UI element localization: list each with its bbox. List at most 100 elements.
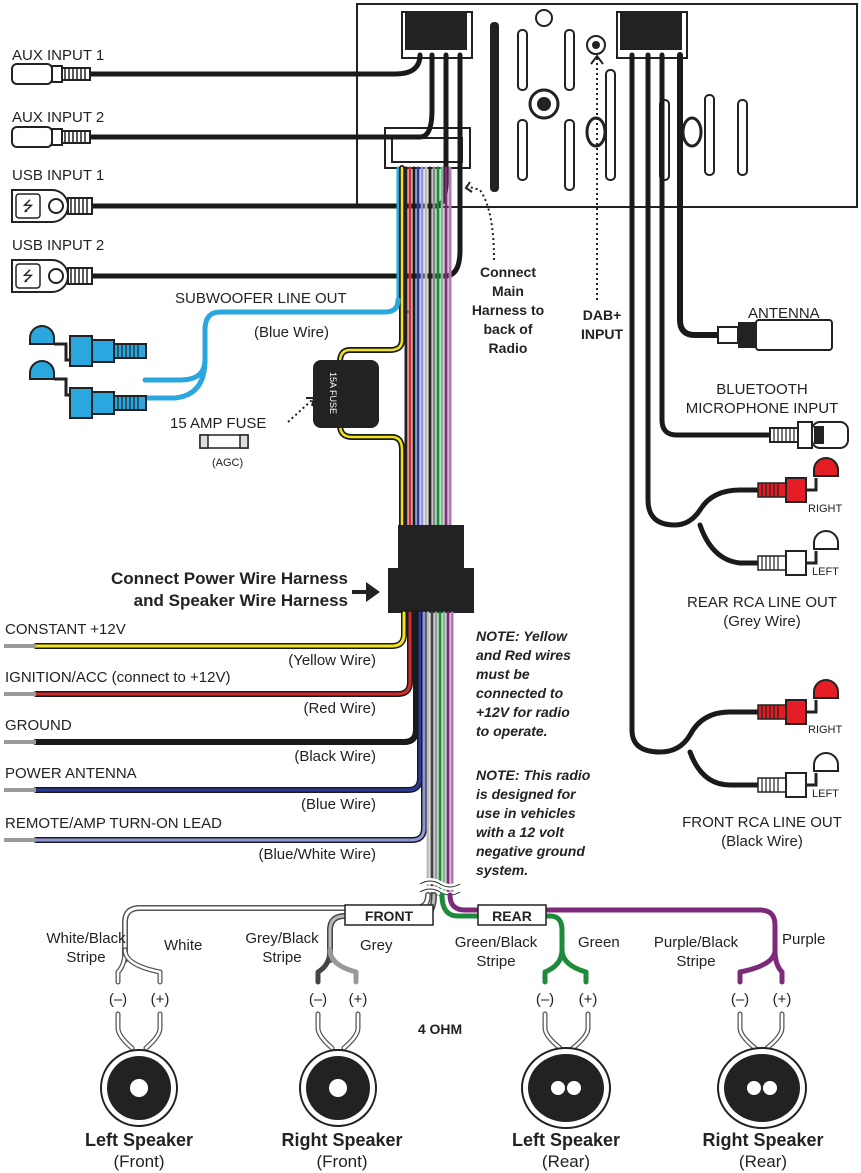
power-wire-label: REMOTE/AMP TURN-ON LEAD (5, 815, 222, 832)
power-harness-label: Connect Power Wire Harness and Speaker W… (111, 569, 348, 610)
svg-text:(Front): (Front) (317, 1152, 368, 1171)
svg-text:Left Speaker: Left Speaker (85, 1130, 193, 1150)
svg-text:NOTE: Yellow: NOTE: Yellow (476, 628, 568, 644)
svg-text:INPUT: INPUT (581, 326, 623, 342)
subwoofer-plug-2 (29, 360, 147, 419)
svg-text:(Rear): (Rear) (739, 1152, 787, 1171)
svg-text:(–): (–) (536, 991, 554, 1008)
rear-rca-wire-label: (Grey Wire) (723, 613, 801, 630)
svg-text:White: White (164, 937, 202, 954)
speaker-bundle (418, 611, 462, 898)
rca-rear-left-plug (757, 530, 839, 576)
power-wire-color-label: (Black Wire) (294, 748, 376, 765)
svg-text:REAR: REAR (492, 908, 532, 924)
svg-text:Grey/Black: Grey/Black (245, 930, 319, 947)
svg-text:(–): (–) (309, 991, 327, 1008)
note-negative-ground: NOTE: This radio is designed for use in … (476, 767, 591, 878)
svg-text:Purple: Purple (782, 931, 825, 948)
power-wire-color-label: (Blue Wire) (301, 796, 376, 813)
stripped-wire-end (4, 838, 36, 842)
power-wire (34, 611, 422, 792)
rear-right-label: RIGHT (808, 503, 843, 515)
svg-text:(Front): (Front) (114, 1152, 165, 1171)
power-wire-color-label: (Red Wire) (303, 700, 376, 717)
speaker-rear-left (521, 1047, 611, 1129)
power-wire (33, 610, 419, 745)
svg-text:Harness to: Harness to (472, 302, 544, 318)
usb-input-2-label: USB INPUT 2 (12, 237, 104, 254)
fuse-icon (199, 434, 249, 449)
note-yellow-red: NOTE: Yellow and Red wires must be conne… (476, 628, 571, 739)
svg-text:with a 12 volt: with a 12 volt (476, 824, 565, 840)
power-connector (388, 525, 474, 613)
power-wire-color-label: (Blue/White Wire) (258, 846, 376, 863)
fuse-holder: 15A FUSE (313, 360, 405, 533)
arrow-right-icon (352, 582, 380, 602)
svg-text:Right Speaker: Right Speaker (702, 1130, 823, 1150)
svg-text:must be: must be (476, 666, 530, 682)
speaker-front-right (299, 1049, 377, 1127)
svg-text:(+): (+) (151, 991, 170, 1008)
stripped-wire-end (4, 692, 36, 696)
connect-main-harness-note: Connect Main Harness to back of Radio (472, 264, 544, 356)
speaker-front-left (100, 1049, 178, 1127)
antenna-label: ANTENNA (748, 305, 820, 322)
impedance-label: 4 OHM (418, 1021, 462, 1037)
power-wire-label: CONSTANT +12V (5, 621, 126, 638)
rear-rca-label: REAR RCA LINE OUT (687, 594, 837, 611)
svg-text:DAB+: DAB+ (583, 307, 622, 323)
power-wire (34, 611, 426, 842)
polarity-labels: (–) (+) (–) (+) (–) (+) (–) (+) (109, 991, 792, 1008)
svg-text:FRONT: FRONT (365, 908, 414, 924)
subwoofer-label: SUBWOOFER LINE OUT (175, 290, 347, 307)
svg-text:(–): (–) (109, 991, 127, 1008)
front-rca-wire-label: (Black Wire) (721, 833, 803, 850)
svg-text:White/Black: White/Black (46, 930, 126, 947)
svg-text:(Rear): (Rear) (542, 1152, 590, 1171)
svg-text:back of: back of (483, 321, 532, 337)
power-wire (34, 611, 412, 696)
svg-text:Stripe: Stripe (66, 949, 105, 966)
speaker-wire-labels: White/Black Stripe White Grey/Black Stri… (46, 930, 825, 970)
power-wire-color-label: (Yellow Wire) (288, 652, 376, 669)
rear-tag: REAR (477, 904, 547, 926)
svg-text:use in vehicles: use in vehicles (476, 805, 576, 821)
svg-text:BLUETOOTH: BLUETOOTH (716, 381, 807, 398)
power-wire-label: IGNITION/ACC (connect to +12V) (5, 669, 231, 686)
speaker-rear-right (717, 1047, 807, 1129)
front-tag: FRONT (344, 904, 434, 926)
svg-text:Left Speaker: Left Speaker (512, 1130, 620, 1150)
svg-text:to operate.: to operate. (476, 723, 548, 739)
svg-text:Green/Black: Green/Black (455, 934, 538, 951)
fuse-body-text: 15A FUSE (328, 372, 338, 414)
rca-rear-right-plug (757, 457, 839, 503)
svg-text:Grey: Grey (360, 937, 393, 954)
rca-front-left-plug (757, 752, 839, 798)
svg-text:Purple/Black: Purple/Black (654, 934, 739, 951)
svg-text:connected to: connected to (476, 685, 564, 701)
stripped-wire-end (4, 740, 36, 744)
svg-text:Stripe: Stripe (262, 949, 301, 966)
aux-plug-2 (11, 126, 91, 148)
svg-text:and Speaker Wire Harness: and Speaker Wire Harness (134, 591, 348, 610)
svg-text:+12V for radio: +12V for radio (476, 704, 570, 720)
antenna-plug (717, 319, 833, 351)
svg-text:NOTE: This radio: NOTE: This radio (476, 767, 591, 783)
svg-text:(+): (+) (773, 991, 792, 1008)
aux-input-2-label: AUX INPUT 2 (12, 109, 104, 126)
bluetooth-mic-plug (769, 421, 849, 449)
svg-text:(+): (+) (579, 991, 598, 1008)
aux-plug-1 (11, 63, 91, 85)
svg-text:Radio: Radio (489, 340, 528, 356)
main-harness-bundle (337, 165, 452, 562)
speaker-labels: Left Speaker (Front) Right Speaker (Fron… (85, 1130, 824, 1171)
svg-text:MICROPHONE INPUT: MICROPHONE INPUT (686, 400, 839, 417)
svg-text:negative ground: negative ground (476, 843, 585, 859)
power-wire-label: GROUND (5, 717, 72, 734)
svg-text:⭍: ⭍ (22, 199, 34, 215)
rear-left-label: LEFT (812, 566, 839, 578)
svg-text:Right Speaker: Right Speaker (281, 1130, 402, 1150)
usb-plug-2: ⭍ (11, 259, 93, 293)
stripped-wire-end (4, 788, 36, 792)
speaker-leads (115, 1011, 785, 1051)
